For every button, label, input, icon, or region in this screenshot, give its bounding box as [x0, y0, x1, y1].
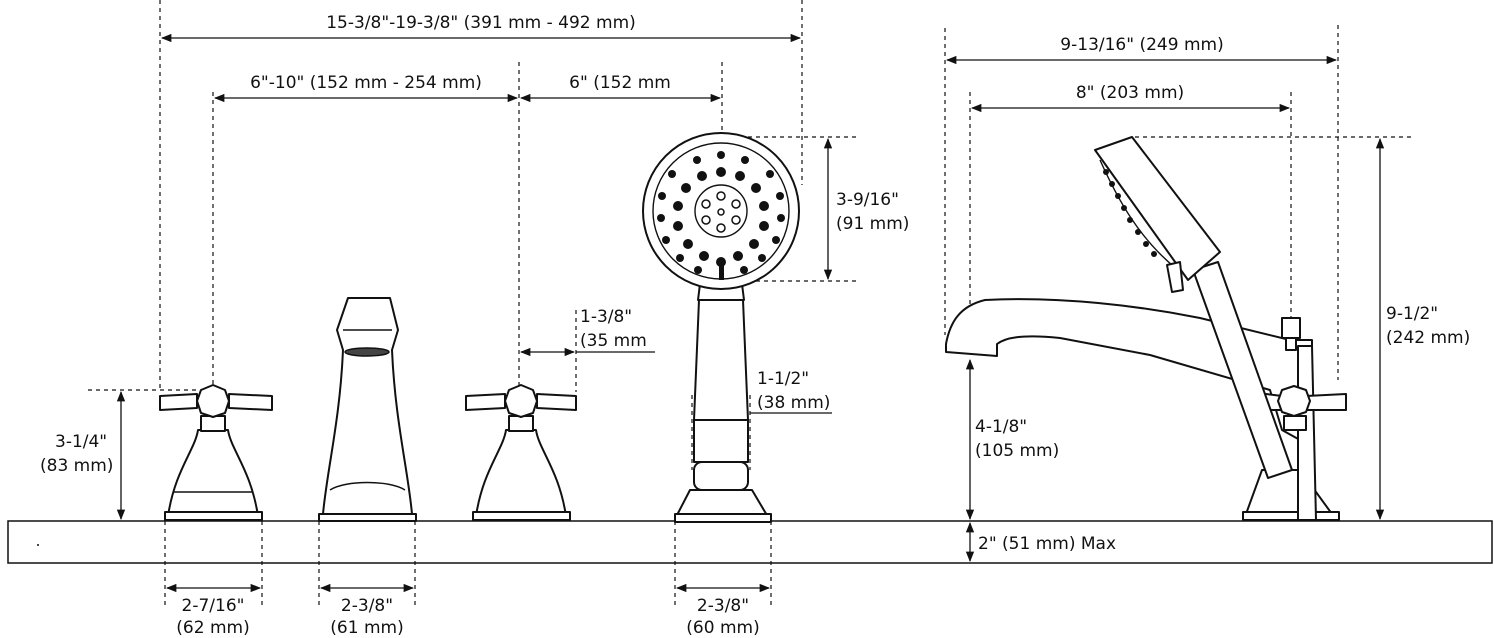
label-total-height-mm: (242 mm) — [1386, 328, 1470, 348]
label-spout-base-in: 2-3/8" — [341, 596, 393, 616]
label-handle-base-in: 2-7/16" — [182, 596, 245, 616]
label-spout-height-mm: (105 mm) — [975, 441, 1059, 461]
label-handle-base-mm: (62 mm) — [176, 618, 249, 638]
side-spray-nozzles — [1103, 169, 1157, 257]
label-spout-height-in: 4-1/8" — [975, 417, 1027, 437]
label-spout-base-mm: (61 mm) — [330, 618, 403, 638]
deck-slab — [7, 520, 1493, 564]
left-cross-handle — [159, 384, 273, 521]
label-shower-base-mm: (60 mm) — [686, 618, 759, 638]
center-spout — [318, 297, 417, 522]
label-handle-reach-in: 1-3/8" — [580, 307, 632, 327]
label-side-center: 8" (203 mm) — [1076, 83, 1184, 103]
label-grip-width-mm: (38 mm) — [757, 393, 830, 413]
label-handle-height-mm: (83 mm) — [40, 456, 113, 476]
spray-nozzles — [657, 151, 785, 274]
deck-mark — [37, 544, 39, 546]
label-total-height-in: 9-1/2" — [1386, 304, 1438, 324]
label-shower-base-in: 2-3/8" — [697, 596, 749, 616]
label-handle-reach-mm: (35 mm — [580, 331, 647, 351]
label-handle-spread: 6"-10" (152 mm - 254 mm) — [250, 73, 482, 93]
center-nozzles — [701, 191, 741, 233]
label-overall-width: 15-3/8"-19-3/8" (391 mm - 492 mm) — [326, 13, 636, 33]
label-grip-width-in: 1-1/2" — [757, 369, 809, 389]
dimension-arrows — [116, 33, 1385, 593]
side-view-assembly — [945, 136, 1347, 521]
label-sprayhead-height-in: 3-9/16" — [836, 190, 899, 210]
label-handshower-offset: 6" (152 mm — [569, 73, 671, 93]
label-deck-thickness: 2" (51 mm) Max — [978, 534, 1116, 554]
right-cross-handle — [465, 384, 577, 521]
label-handle-height-in: 3-1/4" — [55, 432, 107, 452]
label-sprayhead-height-mm: (91 mm) — [836, 214, 909, 234]
dimension-labels: 15-3/8"-19-3/8" (391 mm - 492 mm) 6"-10"… — [40, 13, 1470, 638]
hand-shower-front — [642, 132, 800, 523]
label-side-depth: 9-13/16" (249 mm) — [1060, 35, 1223, 55]
